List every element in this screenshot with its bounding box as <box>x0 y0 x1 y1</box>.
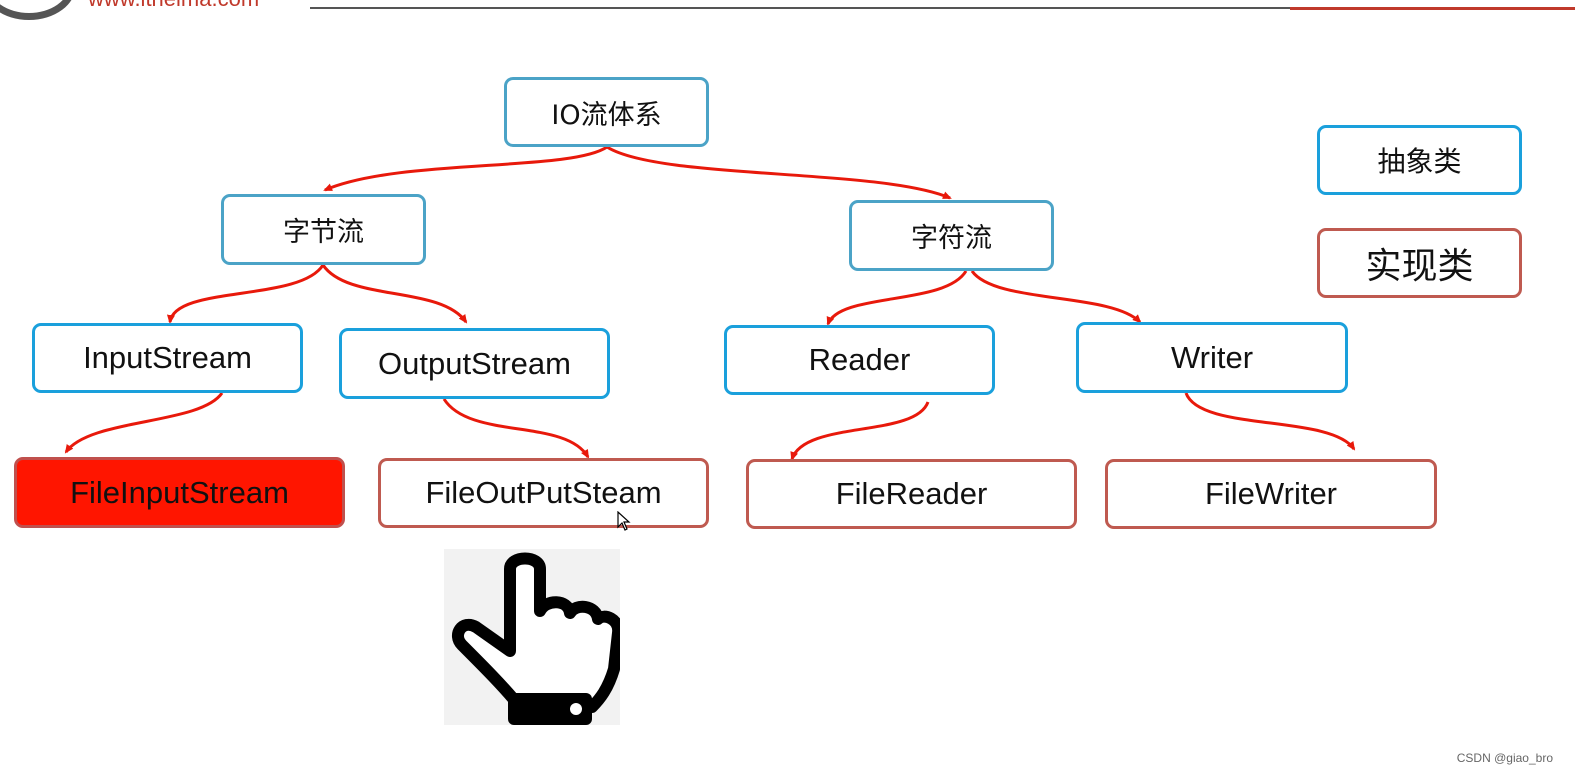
node-io-system-label: IO流体系 <box>551 99 662 131</box>
node-fileoutputstream: FileOutPutSteam <box>378 458 709 528</box>
node-inputstream-label: InputStream <box>83 340 252 375</box>
node-filereader-label: FileReader <box>835 476 988 511</box>
arrow-outputstream-to-fileoutputstream <box>442 398 590 459</box>
header-rule <box>310 7 1575 9</box>
node-outputstream: OutputStream <box>339 328 610 399</box>
arrow-char-to-writer <box>970 270 1142 324</box>
logo-url: www.itheima.com <box>88 0 259 12</box>
node-byte-stream-label: 字节流 <box>283 217 364 248</box>
arrow-root-to-char-stream <box>606 145 952 200</box>
node-filereader: FileReader <box>746 459 1077 529</box>
node-filewriter-label: FileWriter <box>1204 476 1338 511</box>
node-fileoutputstream-label: FileOutPutSteam <box>425 475 662 510</box>
arrow-byte-to-inputstream <box>166 264 325 324</box>
node-reader: Reader <box>724 325 995 395</box>
pointing-hand-icon <box>452 552 625 725</box>
arrow-root-to-byte-stream <box>323 145 608 192</box>
node-char-stream-label: 字符流 <box>911 223 992 254</box>
arrow-writer-to-filewriter <box>1184 392 1356 451</box>
node-outputstream-label: OutputStream <box>378 345 571 381</box>
node-byte-stream: 字节流 <box>221 194 426 265</box>
node-reader-label: Reader <box>808 342 911 377</box>
legend-impl-class: 实现类 <box>1317 228 1522 298</box>
legend-impl-label: 实现类 <box>1365 246 1474 287</box>
legend-abstract-label: 抽象类 <box>1377 145 1462 178</box>
node-inputstream: InputStream <box>32 323 303 393</box>
arrow-byte-to-outputstream <box>321 264 468 324</box>
mouse-cursor-icon <box>617 511 631 531</box>
arrow-reader-to-filereader <box>790 401 930 461</box>
watermark: CSDN @giao_bro <box>1456 751 1553 765</box>
node-fileinputstream: FileInputStream <box>14 457 345 528</box>
node-writer-label: Writer <box>1170 339 1254 375</box>
legend-abstract-class: 抽象类 <box>1317 125 1522 195</box>
pointer-panel <box>444 549 625 725</box>
arrow-inputstream-to-fileinputstream <box>64 392 224 454</box>
node-char-stream: 字符流 <box>849 200 1054 271</box>
node-io-system: IO流体系 <box>504 77 709 147</box>
node-fileinputstream-label: FileInputStream <box>70 474 289 510</box>
node-filewriter: FileWriter <box>1105 459 1437 529</box>
arrow-char-to-reader <box>826 270 968 326</box>
header-rule-accent <box>1290 7 1575 10</box>
node-writer: Writer <box>1076 322 1348 393</box>
